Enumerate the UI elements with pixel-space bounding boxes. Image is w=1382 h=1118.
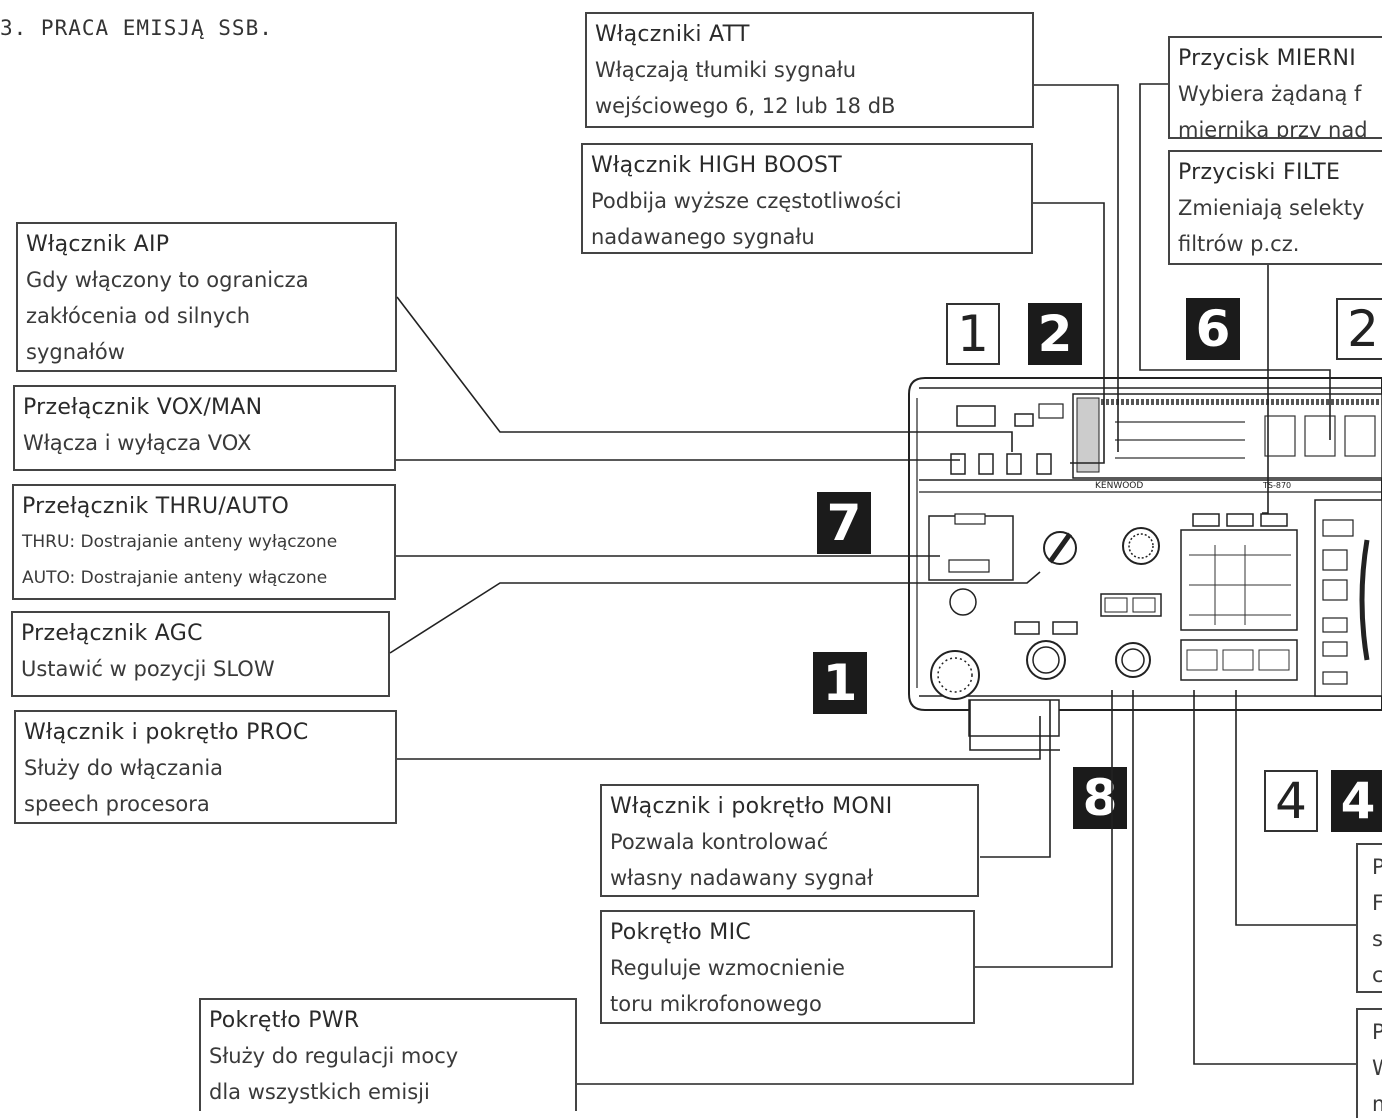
callout-agc: Przełącznik AGC Ustawić w pozycji SLOW — [11, 611, 390, 697]
callout-thru-auto-line-2: AUTO: Dostrajanie anteny włączone — [22, 568, 328, 588]
callout-pwr-line-1: Służy do regulacji mocy — [209, 1044, 459, 1068]
callout-right-a-line-2: F — [1372, 885, 1382, 921]
callout-proc-line-1: Służy do włączania — [24, 756, 224, 780]
callout-att: Włączniki ATT Włączają tłumiki sygnału w… — [585, 12, 1034, 128]
step-badge-2-right: 2 — [1336, 298, 1382, 360]
callout-pwr: Pokrętło PWR Służy do regulacji mocy dla… — [199, 998, 577, 1111]
page-title: 3. PRACA EMISJĄ SSB. — [0, 16, 273, 40]
callout-mic-line-1: Reguluje wzmocnienie — [610, 956, 845, 980]
callout-mic-title: Pokrętło MIC — [610, 920, 752, 945]
callout-moni-line-2: własny nadawany sygnał — [610, 866, 874, 890]
callout-meter-line-1: Wybiera żądaną f — [1178, 82, 1362, 106]
step-badge-6: 6 — [1186, 298, 1240, 360]
step-badge-8: 8 — [1073, 767, 1127, 829]
callout-att-line-1: Włączają tłumiki sygnału — [595, 58, 857, 82]
callout-right-a-line-1: P — [1372, 849, 1382, 885]
callout-aip-line-2: zakłócenia od silnych — [26, 304, 251, 328]
callout-right-a-line-3: s — [1372, 927, 1382, 951]
radio-brand-label: KENWOOD — [1095, 481, 1143, 491]
callout-mic-line-2: toru mikrofonowego — [610, 992, 822, 1016]
callout-right-b-line-1: P — [1372, 1014, 1382, 1050]
callout-att-title: Włączniki ATT — [595, 22, 750, 47]
callout-pwr-title: Pokrętło PWR — [209, 1008, 360, 1033]
callout-right-a: P F s c — [1356, 843, 1382, 993]
callout-high-boost-line-1: Podbija wyższe częstotliwości — [591, 189, 902, 213]
step-badge-4-light: 4 — [1264, 770, 1318, 832]
step-badge-2-top: 2 — [1028, 303, 1082, 365]
callout-thru-auto-title: Przełącznik THRU/AUTO — [22, 494, 290, 519]
callout-proc: Włącznik i pokrętło PROC Służy do włącza… — [14, 710, 397, 824]
callout-moni-line-1: Pozwala kontrolować — [610, 830, 829, 854]
callout-filter: Przyciski FILTE Zmieniają selekty filtró… — [1168, 150, 1382, 265]
step-badge-1-mid: 1 — [813, 652, 867, 714]
callout-moni: Włącznik i pokrętło MONI Pozwala kontrol… — [600, 784, 979, 897]
callout-aip-line-1: Gdy włączony to ogranicza — [26, 268, 309, 292]
radio-model-label: TS-870 — [1262, 481, 1291, 490]
step-badge-7: 7 — [817, 492, 871, 554]
callout-moni-title: Włącznik i pokrętło MONI — [610, 794, 893, 819]
callout-aip: Włącznik AIP Gdy włączony to ogranicza z… — [16, 222, 397, 372]
callout-meter-line-2: miernika przy nad — [1178, 118, 1368, 139]
callout-high-boost: Włącznik HIGH BOOST Podbija wyższe częst… — [581, 143, 1033, 254]
callout-proc-title: Włącznik i pokrętło PROC — [24, 720, 309, 745]
callout-mic: Pokrętło MIC Reguluje wzmocnienie toru m… — [600, 910, 975, 1024]
step-badge-4-dark: 4 — [1331, 770, 1382, 832]
callout-agc-title: Przełącznik AGC — [21, 621, 203, 646]
callout-vox-title: Przełącznik VOX/MAN — [23, 395, 263, 420]
callout-aip-line-3: sygnałów — [26, 340, 125, 364]
callout-pwr-line-2: dla wszystkich emisji — [209, 1080, 430, 1104]
callout-filter-line-1: Zmieniają selekty — [1178, 196, 1365, 220]
callout-right-b: P W m — [1356, 1008, 1382, 1118]
callout-filter-title: Przyciski FILTE — [1178, 160, 1341, 185]
callout-vox: Przełącznik VOX/MAN Włącza i wyłącza VOX — [13, 385, 396, 471]
callout-thru-auto: Przełącznik THRU/AUTO THRU: Dostrajanie … — [12, 484, 396, 600]
callout-high-boost-title: Włącznik HIGH BOOST — [591, 153, 842, 178]
callout-thru-auto-line-1: THRU: Dostrajanie anteny wyłączone — [22, 532, 338, 552]
callout-high-boost-line-2: nadawanego sygnału — [591, 225, 815, 249]
step-badge-1-top: 1 — [946, 303, 1000, 365]
callout-att-line-2: wejściowego 6, 12 lub 18 dB — [595, 94, 896, 118]
callout-meter: Przycisk MIERNI Wybiera żądaną f miernik… — [1168, 36, 1382, 139]
callout-right-b-line-3: m — [1372, 1086, 1382, 1118]
callout-proc-line-2: speech procesora — [24, 792, 210, 816]
callout-meter-title: Przycisk MIERNI — [1178, 46, 1356, 71]
callout-vox-line-1: Włącza i wyłącza VOX — [23, 431, 252, 455]
callout-right-a-line-4: c — [1372, 957, 1382, 991]
radio-front-panel: KENWOOD TS-870 — [908, 377, 1382, 737]
callout-aip-title: Włącznik AIP — [26, 232, 170, 257]
callout-right-b-line-2: W — [1372, 1050, 1382, 1086]
callout-agc-line-1: Ustawić w pozycji SLOW — [21, 657, 275, 681]
callout-filter-line-2: filtrów p.cz. — [1178, 232, 1300, 256]
